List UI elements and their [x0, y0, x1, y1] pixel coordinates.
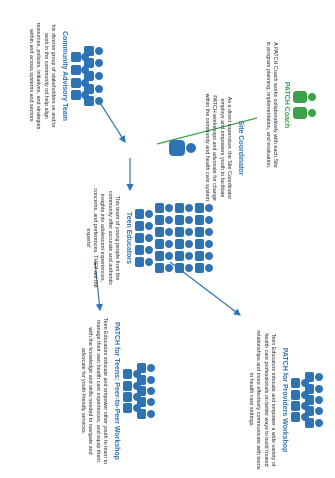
- patch-for-teens-description: Teen Educators educate and empower other…: [80, 317, 108, 465]
- community-advisory-team: Community Advisory Team his diverse grou…: [27, 20, 105, 132]
- community-advisory-team-description: his diverse group of stakeholders ve and…: [28, 22, 56, 130]
- arrow-advisory-to-coordinator: [96, 97, 126, 144]
- group-of-people-icon: [71, 46, 103, 106]
- patch-for-teens-title: PATCH for Teens: Peer-to-Peer Workshop: [113, 322, 120, 460]
- group-of-people-icon: [135, 203, 213, 273]
- site-coordinator-title: Site Coordinator: [237, 120, 244, 176]
- community-advisory-team-title: Community Advisory Team: [61, 31, 68, 121]
- arrow-teens-to-peer-workshop: [94, 261, 103, 312]
- site-coordinator: Site Coordinator As a direct supervisor,…: [168, 92, 247, 204]
- patch-coach-title: PATCH Coach: [283, 81, 290, 129]
- patch-coach: PATCH Coach A PATCH Coach works collabor…: [263, 40, 317, 170]
- teen-educators: Teen Educators This team of young people…: [83, 186, 215, 290]
- patch-coach-description: A PATCH Coach works collaboratively with…: [264, 41, 278, 169]
- patch-for-providers-description: Teen Educators educate and empower a wid…: [248, 330, 276, 470]
- patch-for-providers-title: PATCH for Providers Workshop: [281, 347, 288, 453]
- patch-for-teens-workshop: PATCH for Teens: Peer-to-Peer Workshop T…: [79, 316, 157, 466]
- patch-for-providers-workshop: PATCH for Providers Workshop Teen Educat…: [247, 330, 325, 470]
- two-people-icon: [293, 91, 316, 119]
- group-of-people-icon: [123, 363, 155, 419]
- person-icon: [168, 140, 196, 156]
- group-of-people-icon: [291, 372, 323, 428]
- teen-educators-description: This team of young people from the commu…: [84, 188, 120, 288]
- arrow-coach-to-coordinator: [156, 117, 258, 145]
- teen-educators-title: Teen Educators: [125, 212, 132, 264]
